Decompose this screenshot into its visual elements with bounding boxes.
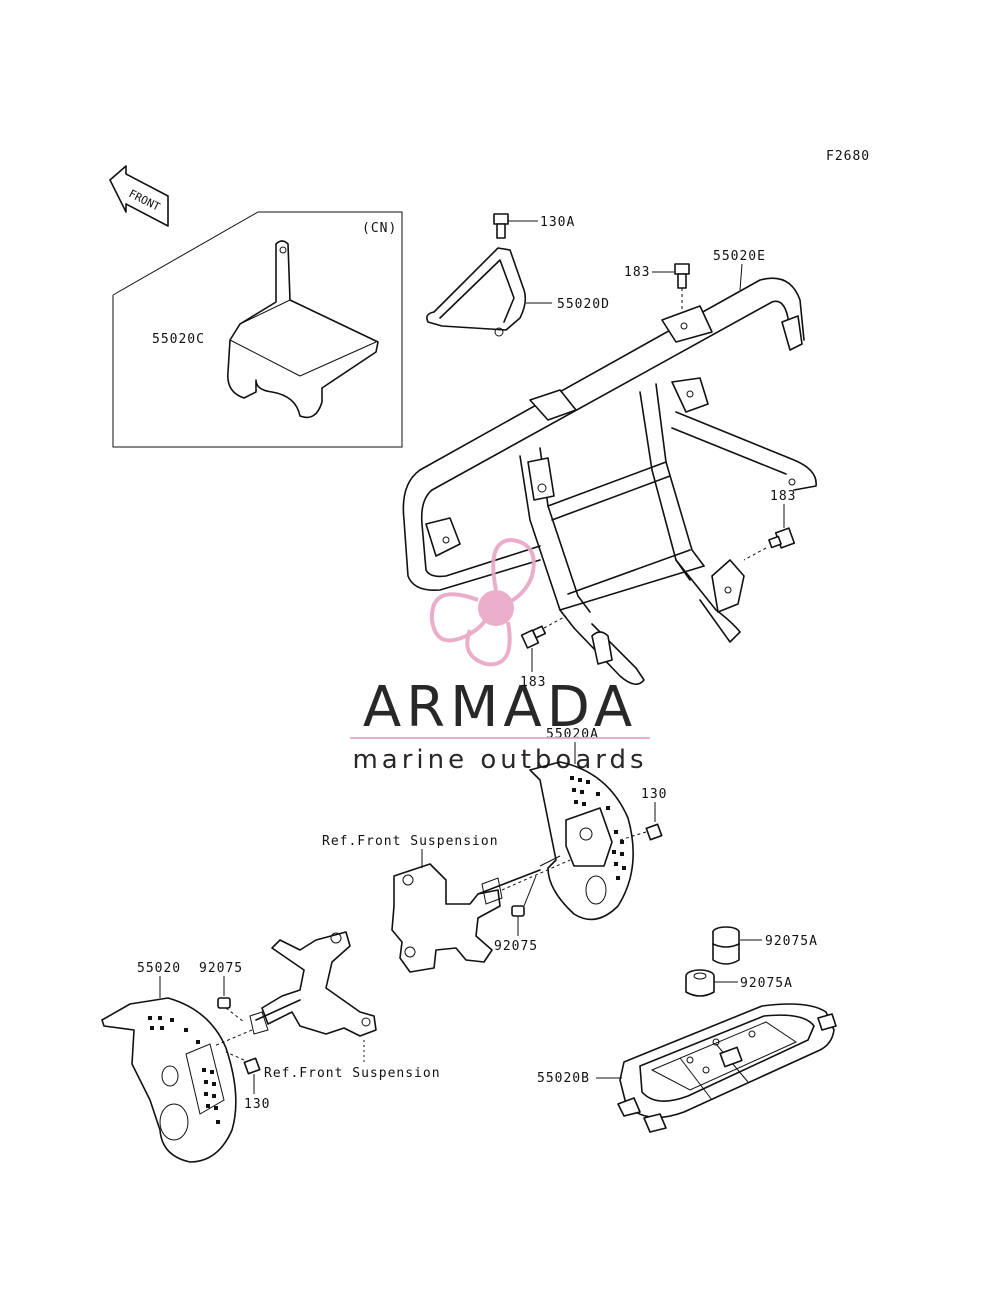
skid-holes xyxy=(570,776,626,880)
callout-183-mid: 183 xyxy=(520,675,546,690)
callout-55020d: 55020D xyxy=(557,297,610,312)
bolt-130-left-icon xyxy=(243,1057,261,1075)
callout-55020e: 55020E xyxy=(713,249,766,264)
callout-92075-mid: 92075 xyxy=(494,939,538,954)
bolt-183-top-icon xyxy=(674,263,690,289)
skid-plate-55020a-shape xyxy=(529,761,634,921)
nut-92075-mid-icon xyxy=(511,905,525,917)
bushing-92075a-upper-icon xyxy=(712,926,740,965)
bushing-92075a-lower-icon xyxy=(685,969,715,997)
watermark-tagline: marine outboards xyxy=(352,745,647,775)
plate-55020b-shape xyxy=(617,1003,837,1133)
bolt-183-mid-icon xyxy=(520,625,547,649)
bracket-55020d-shape xyxy=(426,247,527,337)
callout-130a: 130A xyxy=(540,215,575,230)
ref-front-suspension-lower: Ref.Front Suspension xyxy=(264,1066,441,1081)
ref-front-suspension-mid: Ref.Front Suspension xyxy=(322,834,499,849)
inset-tag: (CN) xyxy=(362,221,397,236)
guard-55020e-frame xyxy=(402,277,817,685)
callout-55020b: 55020B xyxy=(537,1071,590,1086)
callout-55020c: 55020C xyxy=(152,332,205,347)
propeller-logo-icon xyxy=(429,537,536,667)
bolt-183-right-icon xyxy=(768,527,796,549)
armada-watermark: ARMADA marine outboards xyxy=(350,537,650,775)
knuckle-mid-shape xyxy=(391,863,541,973)
callout-55020: 55020 xyxy=(137,961,181,976)
callout-92075-left: 92075 xyxy=(199,961,243,976)
bolt-130a-icon xyxy=(493,213,509,239)
figure-code: F2680 xyxy=(826,149,870,164)
nut-92075-left-icon xyxy=(217,997,231,1009)
callout-183-top: 183 xyxy=(624,265,650,280)
inset-box: (CN) 55020C xyxy=(112,211,403,448)
skid-plate-55020-shape xyxy=(101,997,237,1163)
bolt-130-mid-icon xyxy=(645,823,663,841)
callout-92075a-lower: 92075A xyxy=(740,976,793,991)
guard-55020c-shape xyxy=(227,240,379,419)
callout-130-left: 130 xyxy=(244,1097,270,1112)
skid-holes-left xyxy=(148,1016,220,1124)
callout-183-right: 183 xyxy=(770,489,796,504)
front-arrow-icon: FRONT xyxy=(109,165,169,227)
knuckle-left-shape xyxy=(249,931,377,1037)
watermark-brand: ARMADA xyxy=(363,675,637,740)
callout-130-mid: 130 xyxy=(641,787,667,802)
callout-92075a-upper: 92075A xyxy=(765,934,818,949)
